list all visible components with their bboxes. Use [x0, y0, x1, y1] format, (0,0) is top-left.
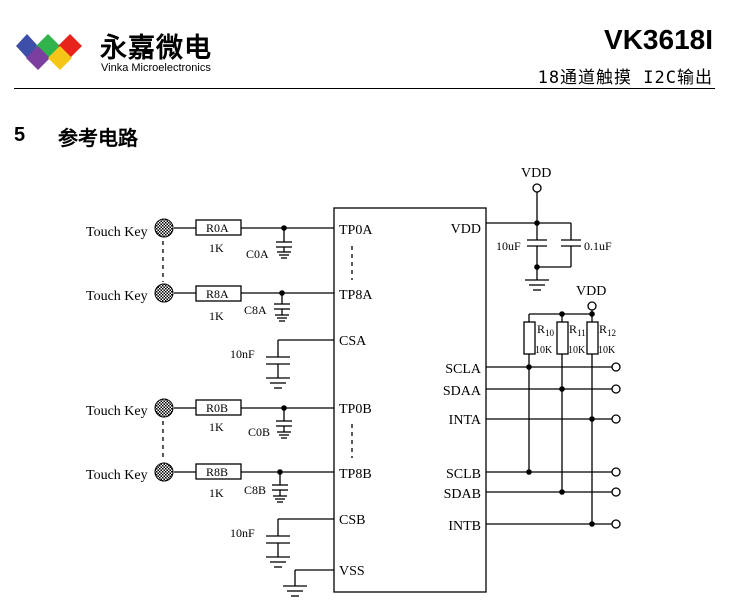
- pin-sdab: SDAB: [444, 487, 481, 502]
- section-title: 参考电路: [58, 126, 138, 150]
- r0b-label: R0B: [206, 401, 228, 415]
- pin-intb: INTB: [448, 519, 481, 534]
- touch-key-label: Touch Key: [86, 404, 148, 419]
- pin-tp0b: TP0B: [339, 402, 372, 417]
- r0b-value: 1K: [209, 420, 224, 434]
- pin-scla: SCLA: [445, 362, 482, 377]
- r10-label: R10: [537, 322, 555, 338]
- header-divider: [14, 88, 715, 89]
- r0a-value: 1K: [209, 241, 224, 255]
- csb-cap-value: 10nF: [230, 526, 255, 540]
- pin-csb: CSB: [339, 513, 365, 528]
- document-subtitle: 18通道触摸 I2C输出: [537, 68, 713, 88]
- c8b-label: C8B: [244, 483, 266, 497]
- brand-name-en: Vinka Microelectronics: [101, 62, 211, 74]
- pin-tp0a: TP0A: [339, 223, 373, 238]
- resistor-r10: [523, 321, 536, 355]
- r8a-label: R8A: [206, 287, 229, 301]
- pin-vss: VSS: [339, 564, 365, 579]
- part-number: VK3618I: [604, 24, 713, 55]
- c8a-label: C8A: [244, 303, 267, 317]
- c0a-label: C0A: [246, 247, 269, 261]
- brand-name-cn: 永嘉微电: [100, 33, 212, 64]
- pin-csa: CSA: [339, 334, 367, 349]
- section-number: 5: [14, 124, 26, 146]
- r8a-value: 1K: [209, 309, 224, 323]
- touch-key-pad: [154, 462, 174, 482]
- r8b-value: 1K: [209, 486, 224, 500]
- c0b-label: C0B: [248, 425, 270, 439]
- r11-label: R11: [569, 322, 586, 338]
- r12-label: R12: [599, 322, 616, 338]
- touch-key-pad: [154, 283, 174, 303]
- pin-sclb: SCLB: [446, 467, 481, 482]
- vdd-pullup-label: VDD: [576, 284, 606, 299]
- r10-value: 10K: [535, 345, 553, 356]
- touch-key-pad: [154, 398, 174, 418]
- cap-10uf-label: 10uF: [496, 239, 521, 253]
- company-logo: [16, 34, 82, 70]
- vdd-supply-label: VDD: [521, 166, 551, 181]
- r0a-label: R0A: [206, 221, 229, 235]
- touch-key-label: Touch Key: [86, 289, 148, 304]
- r12-value: 10K: [598, 345, 616, 356]
- ic-body: [333, 207, 487, 593]
- resistor-r12: [586, 321, 599, 355]
- r8b-label: R8B: [206, 465, 228, 479]
- pin-tp8a: TP8A: [339, 288, 373, 303]
- csa-cap-value: 10nF: [230, 347, 255, 361]
- pin-sdaa: SDAA: [443, 384, 482, 399]
- touch-key-label: Touch Key: [86, 468, 148, 483]
- pin-tp8b: TP8B: [339, 467, 372, 482]
- pin-vdd: VDD: [451, 222, 481, 237]
- resistor-r11: [556, 321, 569, 355]
- pin-inta: INTA: [449, 413, 482, 428]
- touch-key-label: Touch Key: [86, 225, 148, 240]
- touch-key-pad: [154, 218, 174, 238]
- r11-value: 10K: [568, 345, 586, 356]
- cap-01uf-label: 0.1uF: [584, 239, 612, 253]
